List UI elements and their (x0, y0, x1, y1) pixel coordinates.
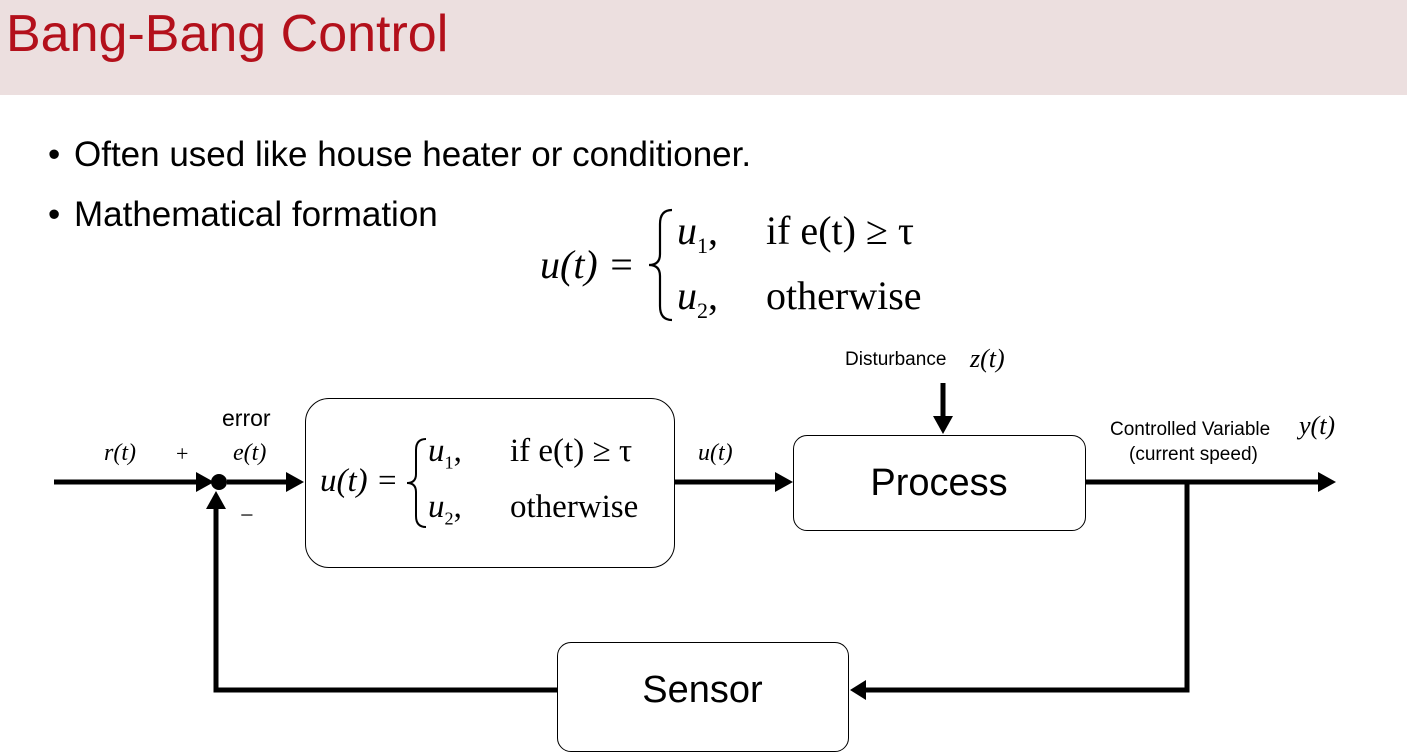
controller-block: u(t) = u1, if e(t) ≥ τ u2, otherwise (305, 398, 675, 568)
brace-icon (648, 208, 673, 322)
control-signal-label: u(t) (698, 440, 733, 466)
summing-junction-icon (211, 474, 227, 490)
disturbance-arrowhead-icon (933, 416, 953, 434)
error-label: error (222, 405, 271, 431)
minus-sign: − (240, 503, 254, 529)
output-signal-label: y(t) (1299, 411, 1336, 440)
bullet-text: Often used like house heater or conditio… (74, 135, 752, 174)
disturbance-signal-label: z(t) (970, 344, 1005, 373)
slide-title: Bang-Bang Control (6, 5, 449, 63)
title-bar: Bang-Bang Control (0, 0, 1407, 95)
controller-case2-condition: otherwise (510, 489, 639, 525)
error-signal-label: e(t) (233, 440, 267, 466)
sensor-label: Sensor (642, 669, 763, 711)
input-signal-label: r(t) (104, 440, 136, 466)
bullet-item: • Mathematical formation (48, 195, 438, 235)
plus-sign: + (176, 441, 189, 466)
process-block: Process (793, 435, 1086, 531)
output-arrowhead-icon (1318, 472, 1336, 492)
disturbance-label: Disturbance (845, 349, 947, 370)
equation-case1-value: u1, (677, 208, 718, 258)
error-arrowhead-icon (286, 472, 304, 492)
equation-case2-value: u2, (677, 273, 718, 323)
feedback-arrowhead-icon (206, 491, 226, 509)
control-arrowhead-icon (775, 472, 793, 492)
feedback-to-junction-line (213, 505, 557, 693)
input-arrowhead-icon (196, 472, 214, 492)
equation-case1-condition: if e(t) ≥ τ (766, 208, 914, 253)
bullet-dot-icon: • (48, 135, 61, 174)
bullet-text: Mathematical formation (74, 195, 438, 234)
bullet-item: • Often used like house heater or conditi… (48, 135, 751, 175)
controller-case2-value: u2, (428, 489, 462, 529)
controller-case1-value: u1, (428, 433, 462, 473)
sensor-block: Sensor (557, 642, 849, 752)
output-note: (current speed) (1129, 444, 1258, 465)
equation-case2-condition: otherwise (766, 273, 922, 318)
controller-case1-condition: if e(t) ≥ τ (510, 433, 633, 469)
feedback-to-sensor-line (862, 482, 1190, 693)
output-label: Controlled Variable (1110, 419, 1271, 440)
bullet-dot-icon: • (48, 195, 61, 234)
process-label: Process (870, 462, 1008, 504)
sensor-input-arrowhead-icon (850, 680, 866, 700)
controller-brace-icon (406, 438, 427, 528)
equation-lhs: u(t) = (540, 242, 635, 287)
controller-lhs: u(t) = (320, 463, 399, 499)
